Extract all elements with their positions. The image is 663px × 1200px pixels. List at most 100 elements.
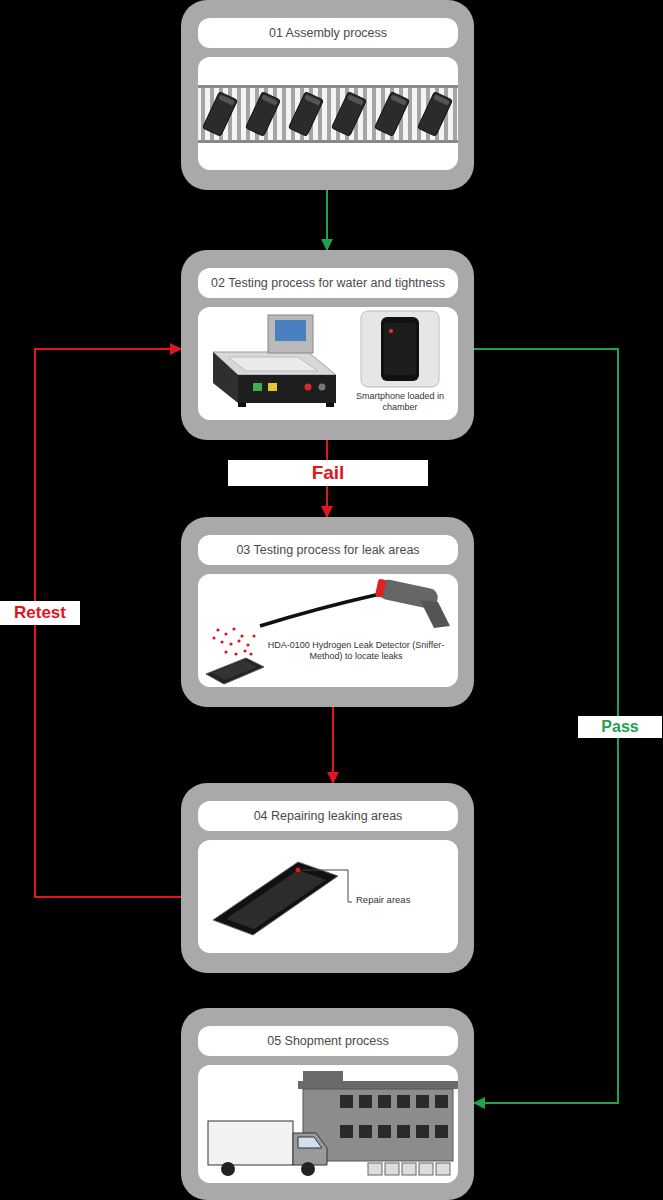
conveyor-slat [417,88,421,140]
conveyor-slat [318,88,322,140]
building-window [359,1095,372,1108]
smartphone [213,862,338,935]
conveyor-rail [198,85,458,88]
truck-wheel [301,1162,315,1176]
illustration-area: Repair areas [198,840,458,953]
pallet [436,1163,450,1175]
tracer-gas-dot [246,643,249,646]
unit-body [331,92,366,137]
machine-screen [275,320,306,341]
process-panel: 01 Assembly process [181,0,474,190]
tracer-gas-dot [237,639,240,642]
machine-tower [268,315,313,353]
title-pill: 04 Repairing leaking areas [198,801,458,831]
sniffer-probe [260,594,380,626]
conveyor-slat [372,88,376,140]
process-title: 01 Assembly process [269,26,387,40]
callout-label: HDA-0100 Hydrogen Leak Detector (Sniffer… [256,640,456,662]
illustration-area: HDA-0100 Hydrogen Leak Detector (Sniffer… [198,574,458,687]
pallet [419,1163,433,1175]
process-title: 05 Shopment process [267,1034,389,1048]
conveyor-slat [327,88,331,140]
unit-body [417,92,452,137]
building-window [435,1095,448,1108]
truck-wheel [221,1162,235,1176]
process-title: 02 Testing process for water and tightne… [211,276,445,290]
truck-cargo [208,1121,293,1165]
chamber-frame [361,311,439,387]
assembled-unit [288,92,323,137]
smartphone [381,317,419,381]
building-window [340,1125,353,1138]
tracer-gas-dot [229,642,232,645]
pallet [385,1163,399,1175]
unit-top [390,94,407,105]
process-illustration [198,1065,458,1183]
assembled-unit [374,92,409,137]
machine-front [238,375,336,403]
title-pill: 01 Assembly process [198,18,458,48]
unit-top [261,94,278,105]
tracer-gas-dot [249,652,252,655]
building-window [416,1095,429,1108]
stop-button [305,384,312,391]
pallet [402,1163,416,1175]
process-panel: 04 Repairing leaking areasRepair areas [181,783,474,973]
conveyor-slat [291,88,295,140]
building-roof [298,1081,458,1089]
conveyor-slat [453,88,457,140]
callout-label: Repair areas [356,894,452,905]
title-pill: 05 Shopment process [198,1026,458,1056]
repair-point [296,868,301,873]
unit-body [288,92,323,137]
flow-arrow [326,190,328,250]
flow-arrow [332,707,334,783]
conveyor-slat [201,88,205,140]
leak-point [389,329,393,333]
smartphone-screen [384,323,416,375]
illustration-area [198,1065,458,1183]
illustration-area: Smartphone loaded in chamber [198,307,458,420]
truck-window [298,1137,322,1148]
assembled-unit [245,92,280,137]
conveyor-slat [363,88,367,140]
detector-handle [420,600,450,628]
machine-foot [326,403,334,407]
conveyor-slat [246,88,250,140]
title-pill: 02 Testing process for water and tightne… [198,268,458,298]
process-title: 03 Testing process for leak areas [236,543,419,557]
edge-label: Retest [0,601,80,625]
process-illustration [198,574,458,687]
assembled-unit [417,92,452,137]
unit-body [374,92,409,137]
unit-top [218,94,235,105]
knob [319,384,326,391]
tracer-gas-dot [243,649,246,652]
pause-button [268,383,277,391]
assembled-unit [331,92,366,137]
start-button [253,383,262,391]
conveyor-slat [282,88,286,140]
assembled-unit [202,92,237,137]
conveyor-rail [198,140,458,143]
process-panel: 05 Shopment process [181,1008,474,1200]
detector-ring [375,579,387,598]
building-window [378,1125,391,1138]
machine-side [213,352,238,403]
smartphone-screen [212,660,257,680]
building-window [340,1095,353,1108]
unit-top [433,94,450,105]
process-title: 04 Repairing leaking areas [254,809,403,823]
tracer-gas-dot [224,650,227,653]
machine-tray [228,357,318,371]
tracer-gas-dot [220,640,223,643]
unit-body [202,92,237,137]
building-window [435,1125,448,1138]
tracer-gas-dot [224,632,227,635]
tracer-gas-dot [240,634,243,637]
title-pill: 03 Testing process for leak areas [198,535,458,565]
edge-label: Fail [228,460,428,486]
process-panel: 02 Testing process for water and tightne… [181,250,474,440]
